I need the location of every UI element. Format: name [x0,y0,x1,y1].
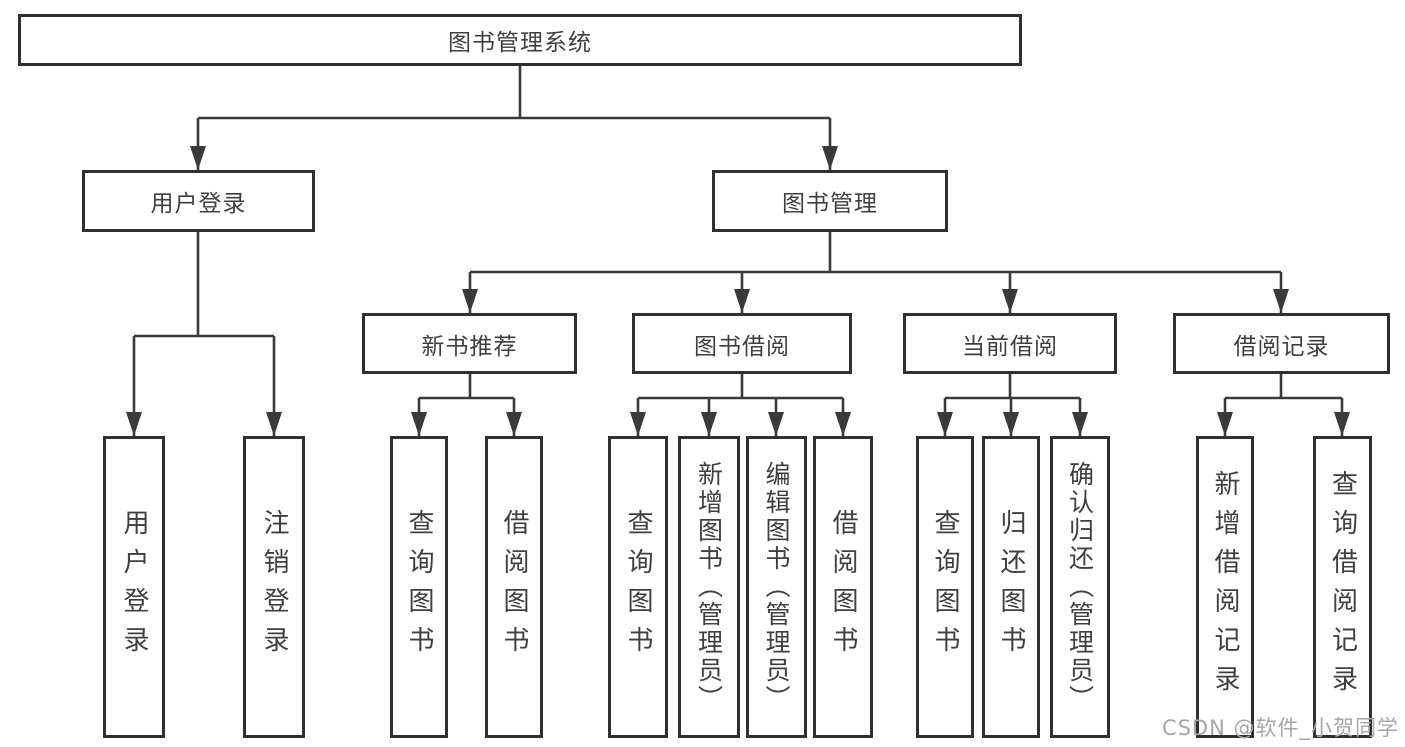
leaf-add-books-admin: 新增图书（管理员） [678,436,740,738]
leaf-add-borrow-record-label: 新增借阅记录 [1210,470,1240,704]
leaf-user-login-label: 用户登录 [119,509,149,665]
leaf-borrow-books-recommend: 借阅图书 [485,436,543,738]
node-library-management-system: 图书管理系统 [18,14,1022,66]
leaf-add-borrow-record: 新增借阅记录 [1196,436,1254,738]
edges-new-book-to-leaves [411,374,522,436]
leaf-borrow-books-recommend-label: 借阅图书 [499,509,529,665]
watermark: CSDN @软件_小贺同学 [1161,716,1399,740]
edges-borrow-records-to-leaves [1217,374,1350,436]
node-borrow-records-label: 借阅记录 [1233,333,1330,360]
node-borrow-records: 借阅记录 [1173,313,1390,374]
node-current-borrow: 当前借阅 [903,313,1117,374]
node-library-management-system-label: 图书管理系统 [448,30,592,56]
leaf-logout-label: 注销登录 [259,509,289,665]
edges-user-login-to-leaves [126,232,282,436]
leaf-return-books-label: 归还图书 [996,509,1026,665]
leaf-borrow-books-label: 借阅图书 [828,509,858,665]
leaf-query-borrow-record-label: 查询借阅记录 [1327,470,1358,704]
node-new-book-recommend: 新书推荐 [362,313,577,374]
edges-current-borrow-to-leaves [937,374,1088,436]
leaf-confirm-return-admin-label: 确认归还（管理员） [1065,461,1095,713]
leaf-user-login: 用户登录 [103,436,165,738]
node-current-borrow-label: 当前借阅 [962,333,1058,360]
leaf-edit-books-admin: 编辑图书（管理员） [746,436,807,738]
leaf-logout: 注销登录 [243,436,305,738]
leaf-return-books: 归还图书 [982,436,1040,738]
edges-book-borrow-to-leaves [630,374,851,436]
edges-book-management-to-level3 [462,232,1289,313]
node-new-book-recommend-label: 新书推荐 [421,333,518,360]
node-book-borrow: 图书借阅 [632,313,852,374]
leaf-borrow-books: 借阅图书 [813,436,873,738]
leaf-edit-books-admin-label: 编辑图书（管理员） [762,461,791,713]
node-book-management-label: 图书管理 [782,191,878,217]
leaf-confirm-return-admin: 确认归还（管理员） [1050,436,1110,738]
leaf-add-books-admin-label: 新增图书（管理员） [694,461,724,713]
edges-root-to-level2 [190,66,838,170]
node-user-login: 用户登录 [82,170,315,232]
leaf-query-books-borrow: 查询图书 [608,436,668,738]
node-book-borrow-label: 图书借阅 [694,333,790,360]
node-book-management: 图书管理 [712,170,948,232]
leaf-query-books-current: 查询图书 [916,436,974,738]
leaf-query-books-recommend: 查询图书 [390,436,448,738]
leaf-query-books-recommend-label: 查询图书 [404,509,434,665]
node-user-login-label: 用户登录 [150,191,247,217]
leaf-query-borrow-record: 查询借阅记录 [1313,436,1372,738]
leaf-query-books-borrow-label: 查询图书 [623,509,653,665]
leaf-query-books-current-label: 查询图书 [930,509,960,665]
